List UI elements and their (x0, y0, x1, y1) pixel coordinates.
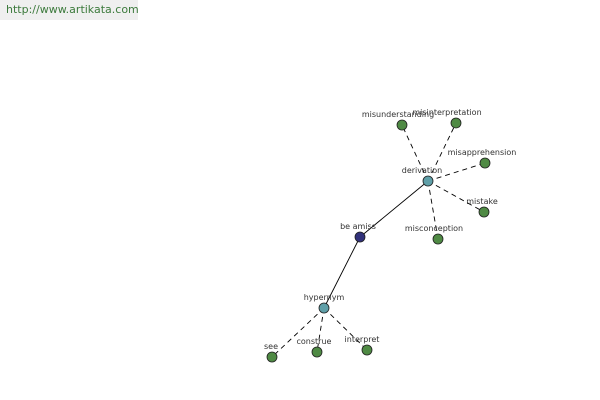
edge-hypernym-interpret (323, 307, 368, 351)
node-label-misinterpretation: misinterpretation (412, 108, 481, 117)
node-dot-misapprehension[interactable] (479, 157, 491, 169)
node-dot-misinterpretation[interactable] (450, 117, 462, 129)
node-label-hypernym: hypernym (304, 293, 345, 302)
edge-derivation-misunderstanding (401, 124, 429, 182)
edge-hypernym-see (271, 307, 325, 358)
node-construe[interactable]: construe (297, 337, 332, 358)
node-misunderstanding[interactable]: misunderstanding (362, 110, 434, 131)
node-dot-misunderstanding[interactable] (396, 119, 408, 131)
node-derivation[interactable]: derivation (402, 166, 442, 187)
node-label-interpret: interpret (345, 335, 380, 344)
graph-edges (271, 122, 486, 358)
node-dot-be_amiss[interactable] (354, 231, 366, 243)
edge-derivation-misconception (427, 180, 439, 240)
node-mistake[interactable]: mistake (466, 197, 498, 218)
node-misapprehension[interactable]: misapprehension (448, 148, 517, 169)
node-hypernym[interactable]: hypernym (304, 293, 345, 314)
node-dot-derivation[interactable] (422, 175, 434, 187)
edge-derivation-misinterpretation (427, 122, 457, 182)
node-label-construe: construe (297, 337, 332, 346)
node-see[interactable]: see (264, 342, 278, 363)
node-interpret[interactable]: interpret (345, 335, 380, 356)
edge-derivation-mistake (427, 180, 485, 213)
node-label-misapprehension: misapprehension (448, 148, 517, 157)
node-label-misconception: misconception (405, 224, 463, 233)
node-dot-mistake[interactable] (478, 206, 490, 218)
node-dot-interpret[interactable] (361, 344, 373, 356)
node-misinterpretation[interactable]: misinterpretation (412, 108, 482, 129)
node-label-derivation: derivation (402, 166, 442, 175)
edge-derivation-misapprehension (427, 162, 486, 182)
graph-nodes: be amiss derivation hypernym misunderstandi… (264, 108, 517, 363)
site-url[interactable]: http://www.artikata.com (6, 3, 139, 16)
node-be_amiss[interactable]: be amiss (340, 222, 376, 243)
node-dot-see[interactable] (266, 351, 278, 363)
node-label-be_amiss: be amiss (340, 222, 376, 231)
url-banner: http://www.artikata.com (0, 0, 139, 20)
node-label-see: see (264, 342, 278, 351)
node-dot-misconception[interactable] (432, 233, 444, 245)
node-dot-hypernym[interactable] (318, 302, 330, 314)
node-dot-construe[interactable] (311, 346, 323, 358)
node-misconception[interactable]: misconception (405, 224, 463, 245)
edge-hypernym-construe (316, 307, 325, 353)
node-label-mistake: mistake (466, 197, 498, 206)
edge-be_amiss-derivation (359, 180, 429, 238)
edge-be_amiss-hypernym (323, 236, 361, 309)
node-label-misunderstanding: misunderstanding (362, 110, 434, 119)
